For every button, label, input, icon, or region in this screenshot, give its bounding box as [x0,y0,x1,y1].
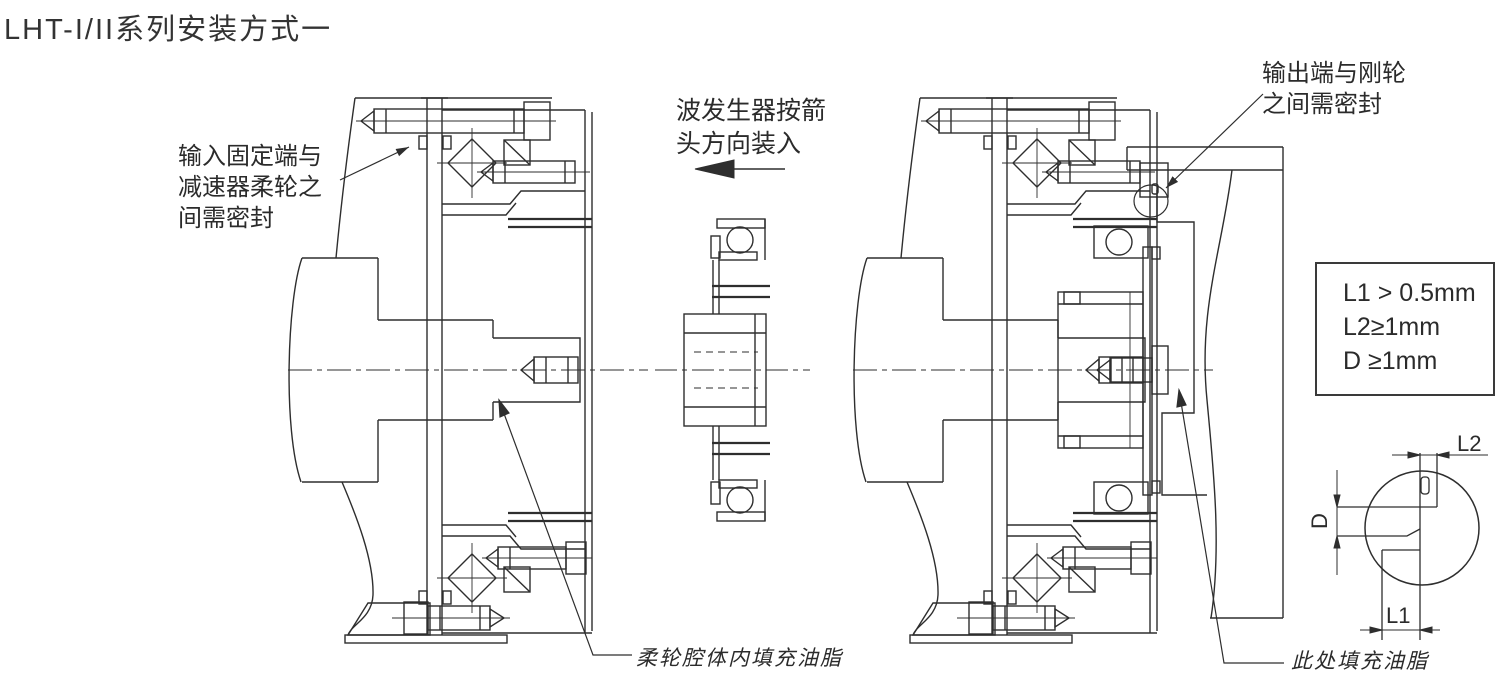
left-assembly [286,96,650,645]
leader-here-grease [1178,389,1284,664]
seal-detail-circle [1133,184,1169,218]
annotation-line: 波发生器按箭 [676,97,827,125]
dim-l2-lines [1392,451,1488,459]
right-assembly-extras [1057,146,1284,619]
annotation-line: 输入固定端与 [178,143,322,170]
dimension-label-l1: L1 [1386,603,1411,628]
annotation-line: 输出端与刚轮 [1262,60,1406,87]
leader-lines [339,93,1284,664]
dimension-label-d: D [1306,513,1332,529]
leader-input-seal [339,146,410,181]
page-title: LHT-I/II系列安装方式一 [4,14,333,46]
bearing-ball [726,486,754,514]
wg-cam [683,313,767,427]
annotation-line: 间需密封 [178,205,274,232]
annotation-line: 头方向装入 [676,130,802,158]
output-housing [1126,146,1284,619]
installed-wg-bearing [1093,225,1149,515]
dimension-spec-box: L1 > 0.5mm L2≥1mm D ≥1mm [1315,262,1495,396]
seal-ring [1151,183,1159,195]
annotation-wave-generator-install: 波发生器按箭 头方向装入 [676,95,826,161]
output-flange [1057,246,1169,496]
spec-line: L1 > 0.5mm [1343,279,1476,307]
annotation-input-seal: 输入固定端与 减速器柔轮之 间需密封 [178,141,322,234]
label-flexspline-grease: 柔轮腔体内填充油脂 [636,646,843,670]
wg-bottom-bearing [710,479,766,522]
leader-flex-grease [498,399,632,656]
dim-d-lines [1333,470,1341,575]
install-direction-arrow [694,159,785,179]
wave-generator [655,218,810,522]
bearing-ball [1105,484,1133,512]
spec-line: D ≥1mm [1343,347,1438,375]
label-here-grease: 此处填充油脂 [1291,649,1429,673]
detail-circle [1364,470,1480,586]
bearing-ball [726,226,754,254]
output-break-line [1204,169,1233,619]
dimension-detail-view [1333,451,1488,640]
annotation-line: 减速器柔轮之 [178,174,322,201]
right-assembly [851,96,1284,645]
seal-ring [1420,476,1430,495]
spec-line: L2≥1mm [1343,313,1441,341]
dim-l1-lines [1360,626,1440,634]
bearing-ball [1105,228,1133,256]
leader-output-seal [1165,93,1264,189]
annotation-output-seal: 输出端与刚轮 之间需密封 [1262,58,1406,120]
wg-top-bearing [710,218,766,261]
dimension-label-l2: L2 [1457,431,1482,456]
annotation-line: 之间需密封 [1262,91,1382,118]
